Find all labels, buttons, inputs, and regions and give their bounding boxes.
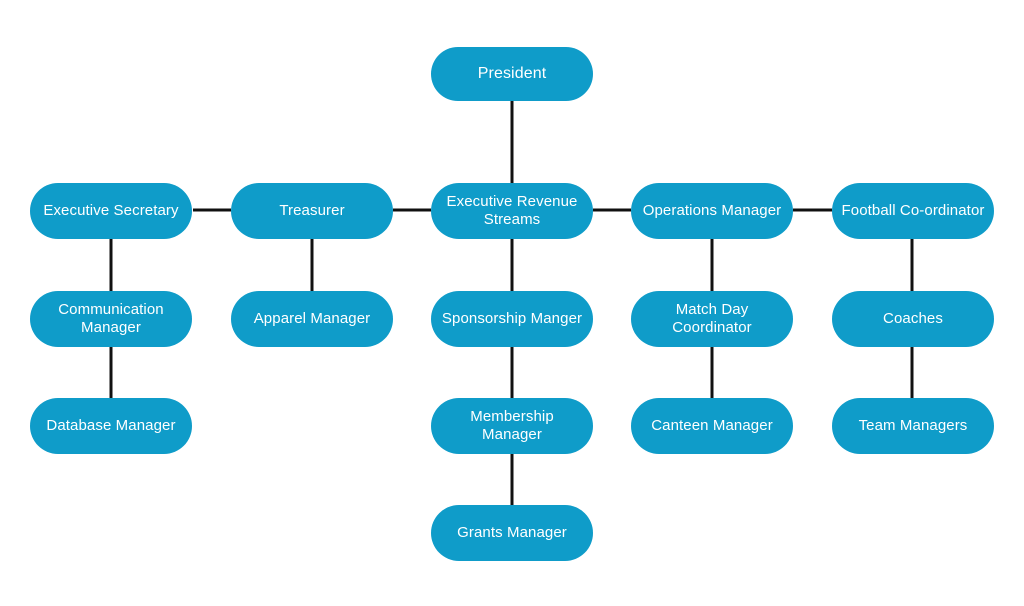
node-label-executive-secretary: Executive Secretary xyxy=(43,202,179,219)
node-communication-manager: Communication Manager xyxy=(30,291,192,347)
node-executive-revenue-streams: Executive Revenue Streams xyxy=(431,183,593,239)
node-label-apparel-manager: Apparel Manager xyxy=(253,310,371,327)
node-football-coordinator: Football Co-ordinator xyxy=(832,183,994,239)
node-operations-manager: Operations Manager xyxy=(631,183,793,239)
node-canteen-manager: Canteen Manager xyxy=(631,398,793,454)
node-sponsorship-manager: Sponsorship Manger xyxy=(431,291,593,347)
node-apparel-manager: Apparel Manager xyxy=(231,291,393,347)
node-label-executive-revenue-streams: Executive Revenue Streams xyxy=(446,193,578,228)
node-label-match-day-coordinator: Match Day Coordinator xyxy=(672,301,752,336)
node-coaches: Coaches xyxy=(832,291,994,347)
node-label-president: President xyxy=(477,65,547,82)
node-label-treasurer: Treasurer xyxy=(279,202,345,219)
node-grants-manager: Grants Manager xyxy=(431,505,593,561)
node-president: President xyxy=(431,47,593,101)
node-label-football-coordinator: Football Co-ordinator xyxy=(841,202,985,219)
node-database-manager: Database Manager xyxy=(30,398,192,454)
node-label-membership-manager: Membership Manager xyxy=(470,408,554,443)
node-label-sponsorship-manager: Sponsorship Manger xyxy=(441,310,583,327)
node-membership-manager: Membership Manager xyxy=(431,398,593,454)
node-label-coaches: Coaches xyxy=(883,310,943,327)
node-match-day-coordinator: Match Day Coordinator xyxy=(631,291,793,347)
node-label-operations-manager: Operations Manager xyxy=(642,202,782,219)
node-label-canteen-manager: Canteen Manager xyxy=(651,417,773,434)
node-label-team-managers: Team Managers xyxy=(858,417,968,434)
node-label-database-manager: Database Manager xyxy=(46,417,176,434)
node-team-managers: Team Managers xyxy=(832,398,994,454)
node-treasurer: Treasurer xyxy=(231,183,393,239)
node-executive-secretary: Executive Secretary xyxy=(30,183,192,239)
node-label-grants-manager: Grants Manager xyxy=(457,524,567,541)
node-label-communication-manager: Communication Manager xyxy=(58,301,164,336)
